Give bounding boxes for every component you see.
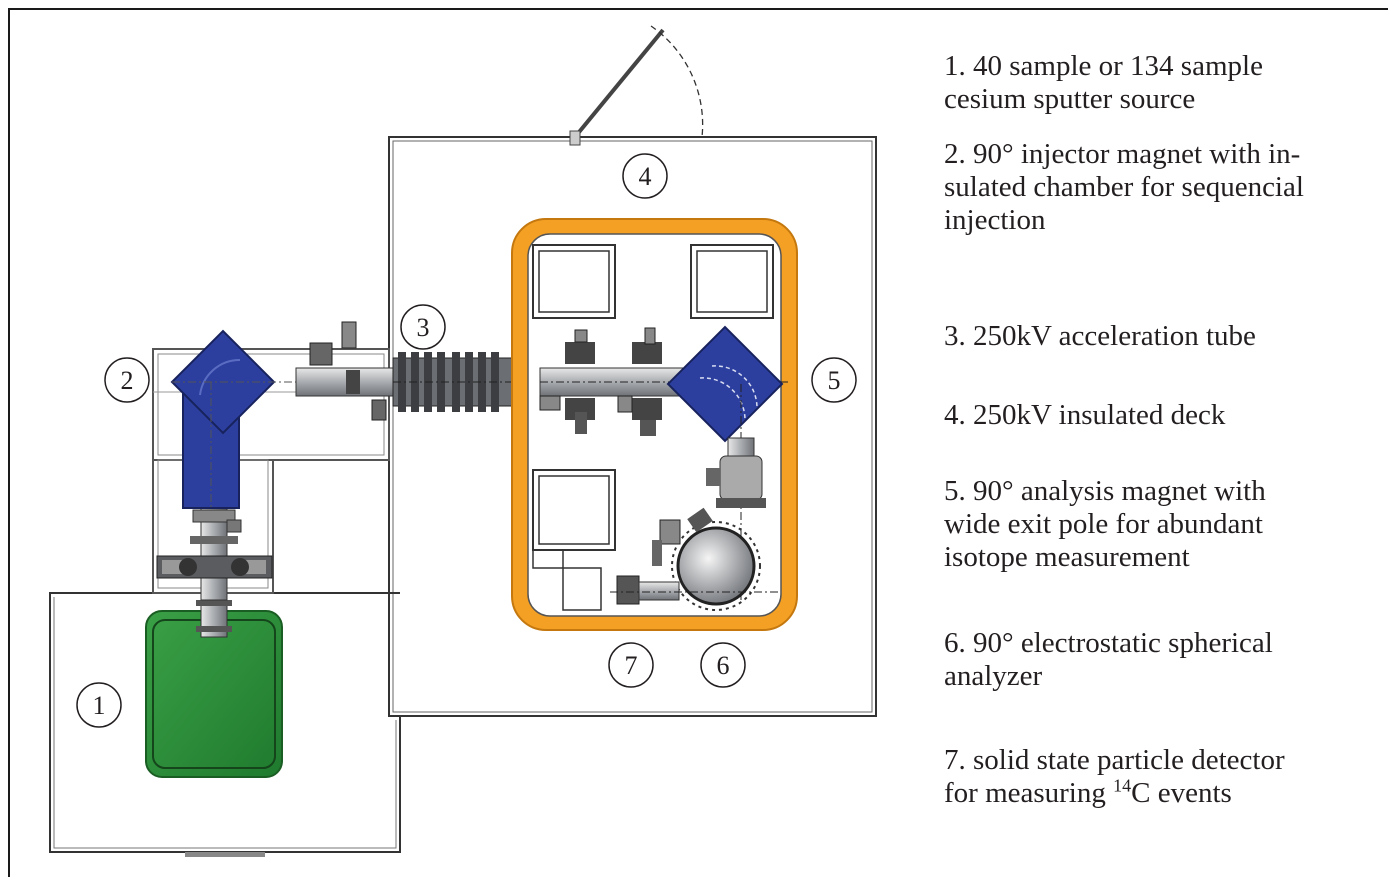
svg-text:2: 2 bbox=[121, 366, 134, 395]
svg-text:3: 3 bbox=[417, 313, 430, 342]
high-energy-beamline bbox=[539, 327, 790, 436]
svg-text:6: 6 bbox=[717, 651, 730, 680]
injector-magnet bbox=[170, 329, 300, 510]
injection-beamline bbox=[156, 499, 273, 601]
legend-item-4: 4. 250kV insulated deck bbox=[944, 399, 1226, 431]
callout-1: 1 bbox=[76, 682, 122, 728]
callout-7: 7 bbox=[608, 642, 654, 688]
callout-2: 2 bbox=[104, 357, 150, 403]
svg-text:1: 1 bbox=[93, 691, 106, 720]
figure-frame bbox=[8, 8, 1388, 877]
acceleration-tube bbox=[392, 352, 540, 412]
svg-text:4: 4 bbox=[639, 162, 652, 191]
svg-text:5: 5 bbox=[828, 366, 841, 395]
callout-3: 3 bbox=[400, 304, 446, 350]
electrostatic-analyzer bbox=[652, 507, 761, 611]
callout-6: 6 bbox=[700, 642, 746, 688]
low-energy-beamline bbox=[295, 321, 397, 421]
legend-item-3: 3. 250kV acceleration tube bbox=[944, 320, 1256, 352]
deck-cabinets bbox=[532, 244, 774, 611]
legend-item-2: 2. 90° injector magnet with in-sulated c… bbox=[944, 138, 1304, 236]
svg-text:7: 7 bbox=[625, 651, 638, 680]
particle-detector bbox=[610, 575, 780, 605]
ams-layout-diagram: 1 2 3 4 5 6 7 bbox=[49, 25, 877, 857]
callout-4: 4 bbox=[622, 153, 668, 199]
cesium-sputter-source bbox=[145, 596, 283, 778]
callout-5: 5 bbox=[811, 357, 857, 403]
post-magnet-beamline bbox=[706, 437, 766, 508]
